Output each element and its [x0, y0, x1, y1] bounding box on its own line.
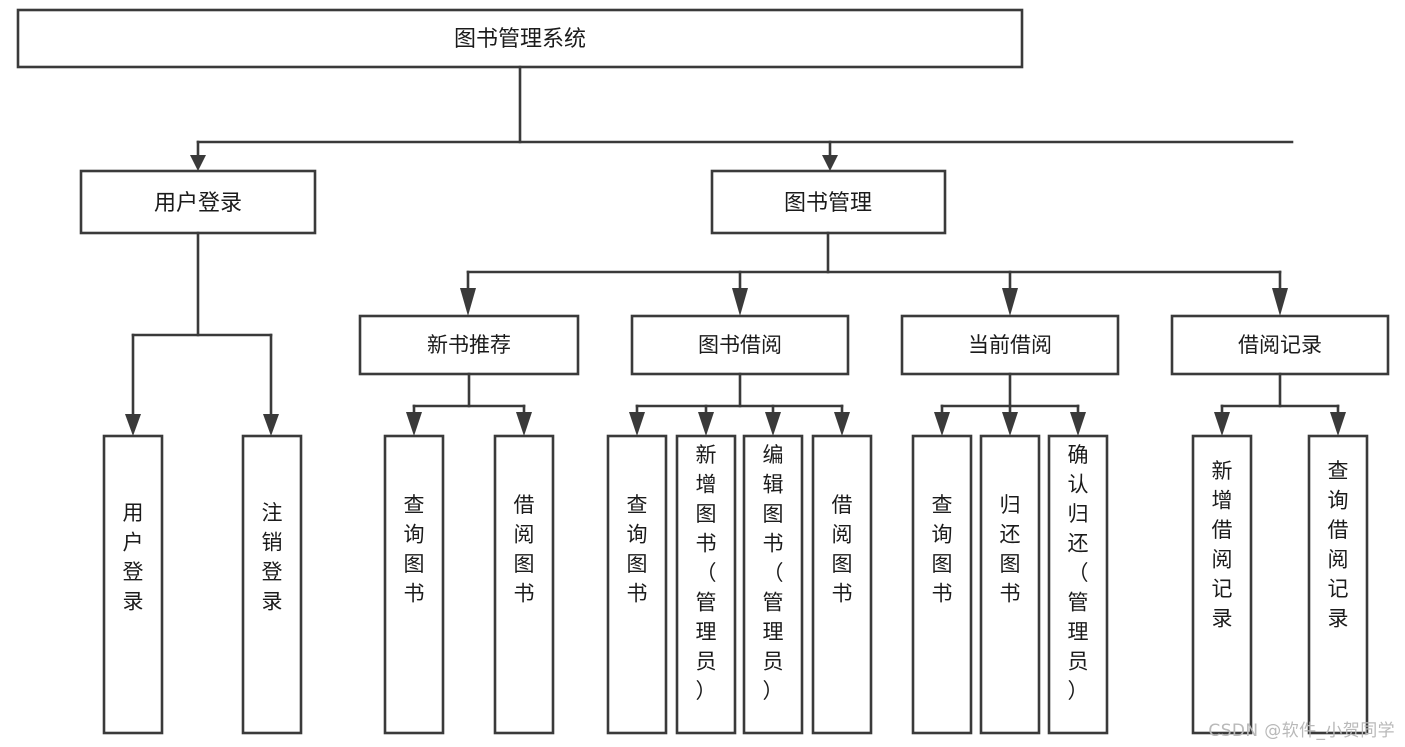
node-book-manage[interactable]: 图书管理 [710, 169, 947, 235]
leaf-node[interactable]: 新增借阅记录 [1191, 434, 1253, 735]
new-book-recommend-label: 新书推荐 [427, 333, 511, 357]
connector-book-borrow-to-leaves [629, 372, 850, 436]
arrow-to-leaf-user-login [125, 414, 141, 436]
leaf-label: 新增图书（管理员） [696, 443, 717, 703]
arrow-to-current-borrow [1002, 288, 1018, 316]
connector-current-borrow-to-leaves [934, 372, 1086, 436]
leaf-box [102, 434, 164, 735]
leaf-box [493, 434, 555, 735]
node-current-borrow[interactable]: 当前借阅 [900, 314, 1120, 376]
arrow-to-book-manage [822, 155, 838, 171]
leaf-label: 归还图书 [1000, 493, 1021, 606]
leaf-box [1307, 434, 1369, 735]
csdn-watermark: CSDN @软件_小贺同学 [1208, 721, 1395, 741]
leaf-label: 查询图书 [932, 493, 953, 606]
leaf-node[interactable]: 用户登录 [102, 434, 164, 735]
current-borrow-box [900, 314, 1120, 376]
borrow-record-label: 借阅记录 [1238, 333, 1322, 357]
leaf-box [911, 434, 973, 735]
leaf-label: 新增借阅记录 [1212, 459, 1233, 631]
leaf-node[interactable]: 确认归还（管理员） [1047, 434, 1109, 735]
connector-new-book-recommend-to-leaves [406, 372, 532, 436]
leaf-node[interactable]: 注销登录 [241, 434, 303, 735]
leaf-label: 查询借阅记录 [1328, 459, 1349, 631]
arrow-to-book-borrow [732, 288, 748, 316]
leaf-label: 查询图书 [404, 493, 425, 606]
leaf-node[interactable]: 借阅图书 [811, 434, 873, 735]
leaf-label: 借阅图书 [832, 493, 853, 606]
user-login-box [79, 169, 317, 235]
leaf-label: 编辑图书（管理员） [763, 443, 784, 703]
arrow-to-new-book-recommend [460, 288, 476, 316]
book-manage-label: 图书管理 [784, 191, 872, 216]
leaf-label: 借阅图书 [514, 493, 535, 606]
connector-book-manage-to-level3 [460, 231, 1288, 316]
leaf-box [1191, 434, 1253, 735]
leaf-box [383, 434, 445, 735]
arrow-to-leaf-logout [263, 414, 279, 436]
leaf-box [241, 434, 303, 735]
node-book-borrow[interactable]: 图书借阅 [630, 314, 850, 376]
leaf-label: 用户登录 [123, 501, 144, 614]
leaf-node[interactable]: 查询借阅记录 [1307, 434, 1369, 735]
node-root[interactable]: 图书管理系统 [16, 8, 1024, 69]
leaf-node[interactable]: 借阅图书 [493, 434, 555, 735]
leaf-node[interactable]: 归还图书 [979, 434, 1041, 735]
leaf-node[interactable]: 查询图书 [911, 434, 973, 735]
current-borrow-label: 当前借阅 [968, 333, 1052, 357]
book-borrow-label: 图书借阅 [698, 333, 782, 357]
leaf-node[interactable]: 编辑图书（管理员） [742, 434, 804, 735]
node-borrow-record[interactable]: 借阅记录 [1170, 314, 1390, 376]
arrow-to-borrow-record [1272, 288, 1288, 316]
leaf-node[interactable]: 查询图书 [606, 434, 668, 735]
leaf-label: 确认归还（管理员） [1068, 443, 1089, 703]
leaf-box [606, 434, 668, 735]
leaf-label: 注销登录 [262, 501, 283, 614]
leaf-box [742, 434, 804, 735]
leaf-box [979, 434, 1041, 735]
leaf-box [1047, 434, 1109, 735]
connector-borrow-record-to-leaves [1214, 372, 1346, 436]
node-new-book-recommend[interactable]: 新书推荐 [358, 314, 580, 376]
root-box [16, 8, 1024, 69]
leaf-node[interactable]: 查询图书 [383, 434, 445, 735]
leaf-node[interactable]: 新增图书（管理员） [675, 434, 737, 735]
user-login-label: 用户登录 [154, 191, 242, 216]
node-user-login[interactable]: 用户登录 [79, 169, 317, 235]
connector-user-login-to-leaves [125, 231, 279, 436]
new-book-recommend-box [358, 314, 580, 376]
leaf-box [675, 434, 737, 735]
leaf-box [811, 434, 873, 735]
root-label: 图书管理系统 [454, 27, 586, 52]
arrow-to-user-login [190, 155, 206, 171]
leaf-label: 查询图书 [627, 493, 648, 606]
connector-root-to-level2 [190, 65, 1294, 171]
